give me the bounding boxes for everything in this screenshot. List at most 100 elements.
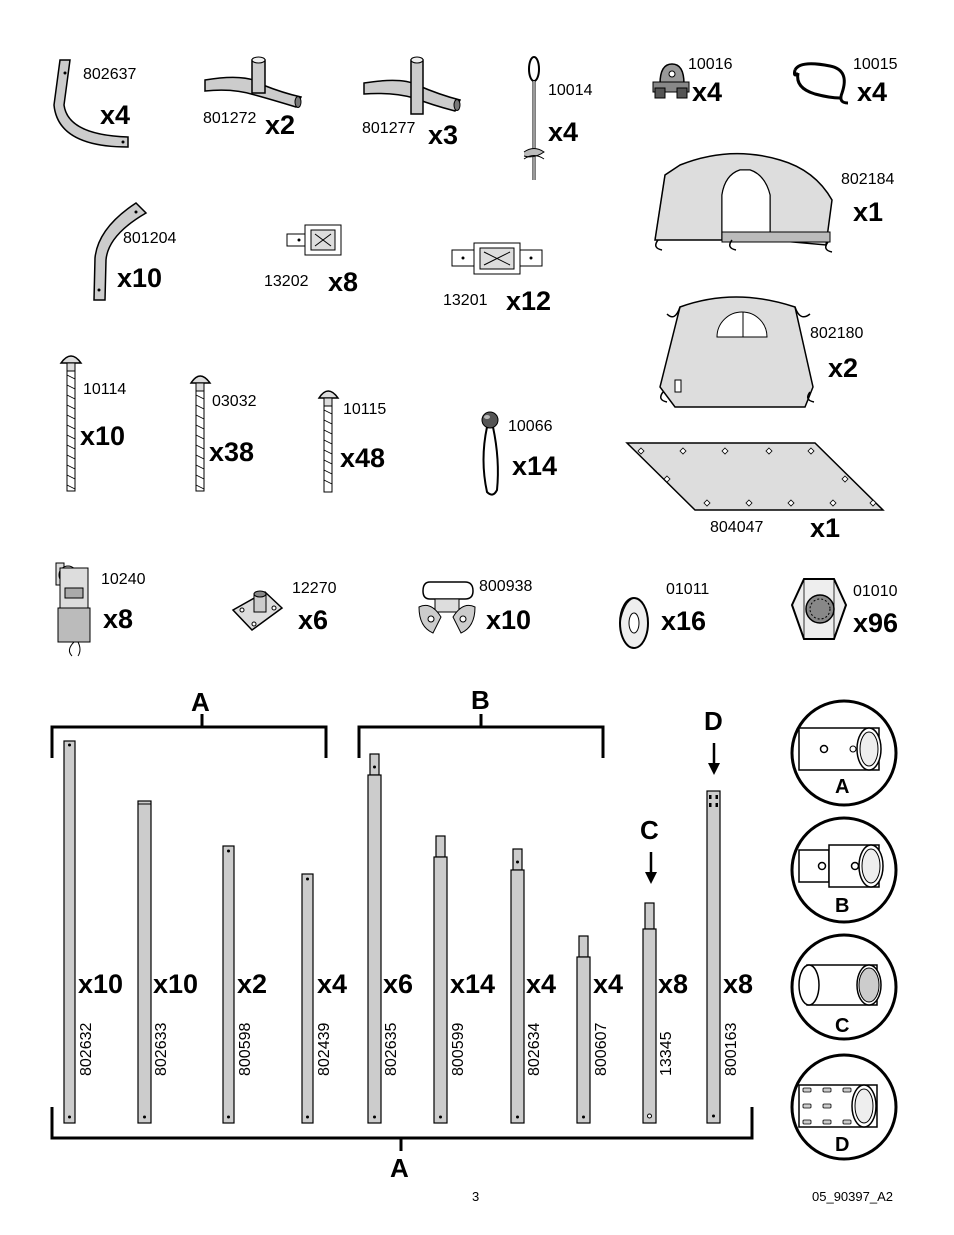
part-number: 10114 xyxy=(83,381,127,398)
part-quantity: x10 xyxy=(80,421,126,451)
part-13201-drawing xyxy=(451,242,543,275)
tube-802632 xyxy=(63,740,76,1124)
part-number: 10016 xyxy=(688,56,733,73)
tube-number: 802439 xyxy=(316,1022,333,1076)
tube-800163 xyxy=(706,790,721,1124)
part-804047-tarp-drawing xyxy=(625,442,885,511)
part-quantity: x4 xyxy=(692,77,723,107)
part-quantity: x1 xyxy=(810,513,841,543)
tube-number: 800163 xyxy=(723,1022,740,1076)
part-number: 804047 xyxy=(710,519,764,536)
part-number: 802184 xyxy=(841,171,895,188)
part-number: 01010 xyxy=(853,583,898,600)
part-quantity: x2 xyxy=(828,353,859,383)
part-number: 801204 xyxy=(123,230,177,247)
page-number: 3 xyxy=(472,1189,480,1204)
part-10066-bungee-drawing xyxy=(481,411,499,496)
part-number: 13201 xyxy=(443,292,488,309)
part-number: 801277 xyxy=(362,120,416,137)
tube-quantity: x8 xyxy=(723,969,754,999)
part-quantity: x14 xyxy=(512,451,558,481)
tube-quantity: x2 xyxy=(237,969,268,999)
part-quantity: x96 xyxy=(853,608,899,638)
part-number: 801272 xyxy=(203,110,257,127)
end-detail-d xyxy=(790,1053,898,1161)
bracket-group-a-bottom xyxy=(50,1107,754,1151)
tube-number: 800598 xyxy=(237,1022,254,1076)
part-800938-clamp-drawing xyxy=(418,581,476,634)
part-number: 10066 xyxy=(508,418,553,435)
part-number: 10015 xyxy=(853,56,898,73)
tube-quantity: x10 xyxy=(153,969,199,999)
part-quantity: x4 xyxy=(100,100,131,130)
part-quantity: x2 xyxy=(265,110,296,140)
part-13202-drawing xyxy=(286,224,342,256)
tube-quantity: x8 xyxy=(658,969,689,999)
tube-number: 802632 xyxy=(78,1022,95,1076)
tube-number: 802635 xyxy=(383,1022,400,1076)
part-number: 12270 xyxy=(292,580,337,597)
tube-800607 xyxy=(576,935,591,1124)
group-label-a-bottom: A xyxy=(390,1153,409,1183)
part-10115-bolt-drawing xyxy=(317,390,340,493)
group-label-d: D xyxy=(704,706,723,736)
document-code: 05_90397_A2 xyxy=(812,1189,893,1204)
part-quantity: x8 xyxy=(103,604,134,634)
part-802637-drawing xyxy=(53,59,129,148)
part-quantity: x12 xyxy=(506,286,552,316)
part-quantity: x16 xyxy=(661,606,707,636)
tube-quantity: x4 xyxy=(593,969,624,999)
arrow-d xyxy=(708,743,720,775)
part-quantity: x8 xyxy=(328,267,359,297)
part-number: 802180 xyxy=(810,325,864,342)
part-quantity: x3 xyxy=(428,120,459,150)
part-10016-drawing xyxy=(652,63,690,99)
bracket-group-a-top xyxy=(50,714,328,758)
part-number: 10115 xyxy=(343,401,387,418)
end-detail-label: B xyxy=(835,895,850,917)
tube-quantity: x4 xyxy=(317,969,348,999)
end-detail-label: C xyxy=(835,1015,850,1037)
part-01010-nut-drawing xyxy=(790,578,848,640)
end-detail-b xyxy=(790,816,898,924)
part-801272-drawing xyxy=(204,56,303,108)
part-10114-bolt-drawing xyxy=(59,355,83,492)
tube-number: 800607 xyxy=(593,1022,610,1076)
part-802184-shelter-drawing xyxy=(654,152,833,253)
part-quantity: x10 xyxy=(486,605,532,635)
part-12270-footplate-drawing xyxy=(231,590,284,631)
tube-802439 xyxy=(301,873,314,1124)
part-quantity: x4 xyxy=(548,117,579,147)
part-quantity: x1 xyxy=(853,197,884,227)
group-label-a-top: A xyxy=(191,687,210,717)
part-number: 10014 xyxy=(548,82,593,99)
tube-number: 13345 xyxy=(658,1031,675,1077)
part-number: 802637 xyxy=(83,66,137,83)
part-01011-washer-drawing xyxy=(619,597,649,649)
arrow-c xyxy=(645,852,657,884)
part-number: 01011 xyxy=(666,581,710,598)
end-detail-label: A xyxy=(835,776,850,798)
end-detail-a xyxy=(790,699,898,807)
tube-800598 xyxy=(222,845,235,1124)
part-quantity: x4 xyxy=(857,77,888,107)
tube-quantity: x10 xyxy=(78,969,124,999)
tube-number: 800599 xyxy=(450,1022,467,1076)
end-detail-label: D xyxy=(835,1134,850,1156)
tube-800599 xyxy=(433,835,448,1124)
part-number: 10240 xyxy=(101,571,146,588)
part-802180-panel-drawing xyxy=(659,296,815,408)
end-detail-c xyxy=(790,933,898,1041)
part-10240-ratchet-drawing xyxy=(55,562,91,657)
part-number: 03032 xyxy=(212,393,257,410)
tube-802633 xyxy=(137,800,152,1124)
part-number: 800938 xyxy=(479,578,533,595)
part-801277-drawing xyxy=(363,56,462,115)
part-10014-drawing xyxy=(523,56,545,180)
tube-13345 xyxy=(642,902,657,1124)
part-801204-drawing xyxy=(93,202,148,301)
part-quantity: x38 xyxy=(209,437,255,467)
part-number: 13202 xyxy=(264,273,309,290)
part-quantity: x6 xyxy=(298,605,329,635)
tube-802635 xyxy=(367,753,382,1124)
